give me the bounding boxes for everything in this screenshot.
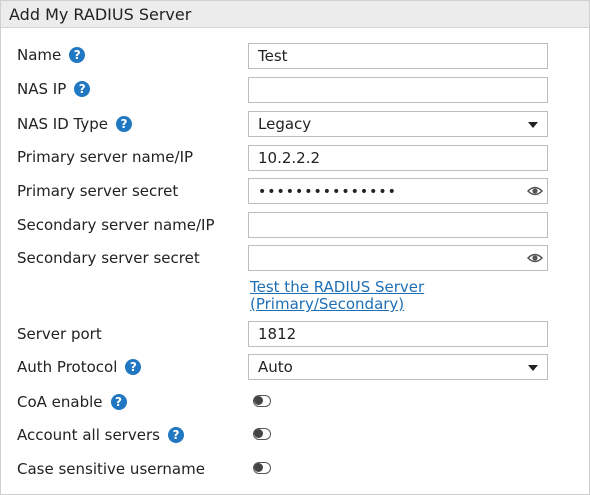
case-sensitive-toggle[interactable] (253, 462, 271, 474)
primary-secret-label: Primary server secret (17, 182, 179, 200)
auth-protocol-select[interactable]: Auto (248, 354, 548, 380)
server-port-input[interactable]: 1812 (248, 321, 548, 347)
test-radius-server-link[interactable]: Test the RADIUS Server (Primary/Secondar… (250, 279, 424, 313)
eye-icon[interactable] (527, 251, 543, 265)
primary-server-label: Primary server name/IP (17, 148, 194, 166)
chevron-down-icon (528, 365, 538, 371)
nas-id-type-label: NAS ID Type (17, 115, 108, 133)
auth-protocol-value: Auto (258, 358, 293, 376)
eye-icon[interactable] (527, 184, 543, 198)
name-label-row: Name? (17, 46, 86, 64)
name-input[interactable]: Test (248, 43, 548, 69)
toggle-knob (254, 463, 263, 472)
toggle-knob (254, 396, 263, 405)
nas-ip-label-row: NAS IP? (17, 80, 91, 98)
nas-id-type-select[interactable]: Legacy (248, 111, 548, 137)
coa-enable-toggle[interactable] (253, 395, 271, 407)
secondary-secret-label: Secondary server secret (17, 249, 200, 267)
nas-ip-input[interactable] (248, 77, 548, 103)
auth-protocol-label: Auth Protocol (17, 358, 118, 376)
help-icon[interactable]: ? (125, 359, 142, 375)
auth-protocol-label-row: Auth Protocol? (17, 358, 142, 376)
help-icon[interactable]: ? (167, 427, 184, 443)
server-port-label: Server port (17, 325, 102, 343)
secondary-server-input[interactable] (248, 212, 548, 238)
nas-id-type-label-row: NAS ID Type? (17, 115, 132, 133)
coa-enable-label-row: CoA enable? (17, 393, 127, 411)
help-icon[interactable]: ? (110, 394, 127, 410)
test-link-line1: Test the RADIUS Server (250, 278, 425, 296)
coa-enable-label: CoA enable (17, 393, 103, 411)
name-label: Name (17, 46, 62, 64)
nas-ip-label: NAS IP (17, 80, 67, 98)
help-icon[interactable]: ? (74, 81, 91, 97)
secondary-secret-input[interactable] (248, 245, 548, 271)
chevron-down-icon (528, 122, 538, 128)
primary-secret-value: ••••••••••••••• (258, 184, 397, 200)
account-all-label-row: Account all servers? (17, 426, 184, 444)
account-all-toggle[interactable] (253, 428, 271, 440)
toggle-knob (254, 429, 263, 438)
help-icon[interactable]: ? (69, 47, 86, 63)
secondary-server-label: Secondary server name/IP (17, 216, 215, 234)
panel-title: Add My RADIUS Server (1, 1, 589, 28)
case-sensitive-label: Case sensitive username (17, 460, 205, 478)
test-link-line2: (Primary/Secondary) (250, 295, 405, 313)
primary-secret-input[interactable]: ••••••••••••••• (248, 178, 548, 204)
help-icon[interactable]: ? (115, 116, 132, 132)
account-all-label: Account all servers (17, 426, 160, 444)
primary-server-input[interactable]: 10.2.2.2 (248, 145, 548, 171)
nas-id-type-value: Legacy (258, 115, 312, 133)
